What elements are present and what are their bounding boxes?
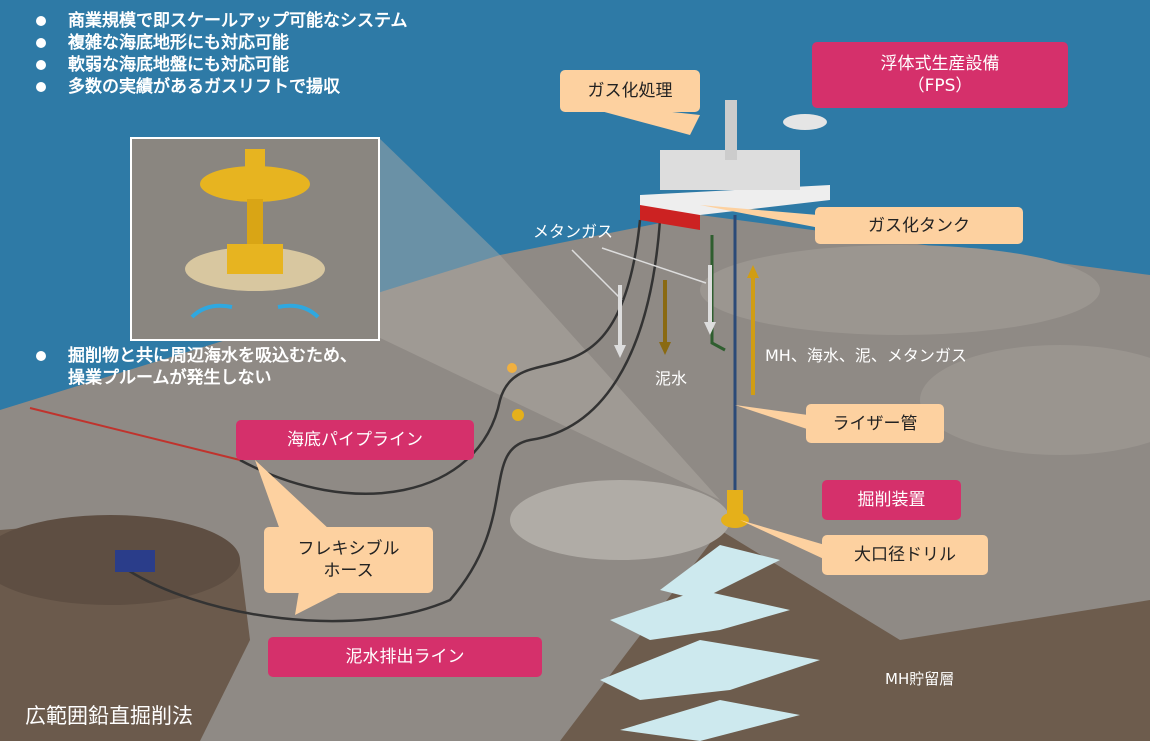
feature-item: 軟弱な海底地盤にも対応可能	[36, 54, 408, 76]
inset-projection	[378, 137, 720, 500]
crater	[700, 245, 1100, 335]
feature-item: 商業規模で即スケールアップ可能なシステム	[36, 10, 408, 32]
fps-line: 浮体式生産設備	[880, 54, 1000, 74]
drill-unit-callout: 掘削装置	[822, 480, 961, 520]
feature-text: 多数の実績があるガスリフトで揚収	[68, 77, 340, 97]
suction-arrow-icon	[277, 303, 320, 319]
drilling-crater	[510, 480, 730, 560]
mh-layer-label: MH貯留層	[885, 670, 955, 688]
plume-note: 掘削物と共に周辺海水を吸込むため、操業プルームが発生しない	[36, 345, 357, 389]
feature-text: 商業規模で即スケールアップ可能なシステム	[68, 11, 408, 31]
note-line: 操業プルームが発生しない	[68, 368, 272, 388]
gas-tank-callout: ガス化タンク	[815, 207, 1023, 244]
crater	[920, 345, 1150, 455]
note-item: 掘削物と共に周辺海水を吸込むため、操業プルームが発生しない	[36, 345, 357, 389]
fps-ship	[640, 100, 830, 230]
method-title: 広範囲鉛直掘削法	[25, 704, 193, 728]
mud-water-label: 泥水	[655, 369, 688, 388]
buoy	[507, 363, 517, 373]
flex-hose-callout: フレキシブルホース	[264, 527, 433, 593]
flex-hose-line: フレキシブル	[297, 539, 400, 559]
bullet-icon	[36, 351, 46, 361]
suction-arrow-icon	[190, 303, 233, 319]
bullet-icon	[36, 16, 46, 26]
note-text: 掘削物と共に周辺海水を吸込むため、操業プルームが発生しない	[68, 345, 357, 389]
bullet-icon	[36, 60, 46, 70]
feature-list: 商業規模で即スケールアップ可能なシステム 複雑な海底地形にも対応可能 軟弱な海底…	[36, 10, 408, 98]
drill-head-inset	[130, 137, 380, 341]
methane-label: メタンガス	[533, 222, 614, 241]
buoy	[512, 409, 524, 421]
drill-unit	[721, 490, 749, 528]
flex-hose-line: ホース	[323, 561, 374, 581]
drill-head-illustration	[132, 139, 378, 339]
seabed-plane	[0, 215, 1150, 741]
seabed-pipeline-line	[29, 407, 241, 461]
fps-callout: 浮体式生産設備（FPS）	[812, 42, 1068, 108]
feature-item: 複雑な海底地形にも対応可能	[36, 32, 408, 54]
mud-discharge-callout: 泥水排出ライン	[268, 637, 542, 677]
feature-text: 複雑な海底地形にも対応可能	[68, 33, 289, 53]
gasification-callout: ガス化処理	[560, 70, 700, 112]
feature-text: 軟弱な海底地盤にも対応可能	[68, 55, 289, 75]
riser-callout: ライザー管	[806, 404, 944, 443]
pipeline-hose	[239, 219, 642, 495]
seabed-pipeline-callout: 海底パイプライン	[236, 420, 474, 460]
flexible-hose	[119, 219, 662, 623]
note-line: 掘削物と共に周辺海水を吸込むため、	[68, 346, 357, 366]
bullet-icon	[36, 38, 46, 48]
seabed-crawler	[115, 550, 155, 572]
mh-veins	[600, 545, 820, 741]
feature-item: 多数の実績があるガスリフトで揚収	[36, 76, 408, 98]
riser-flow-label: MH、海水、泥、メタンガス	[765, 346, 967, 365]
large-drill-callout: 大口径ドリル	[822, 535, 988, 575]
bullet-icon	[36, 82, 46, 92]
fps-line: （FPS）	[907, 76, 973, 96]
